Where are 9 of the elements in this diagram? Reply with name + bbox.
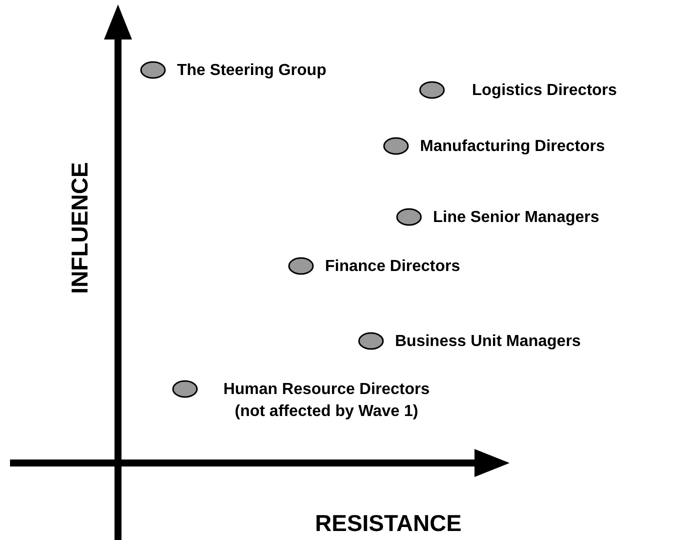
axis-title: RESISTANCE — [315, 510, 462, 537]
stakeholder-label: The Steering Group — [177, 61, 326, 81]
stakeholder-label: Human Resource Directors (not affected by Wave 1) — [222, 380, 431, 422]
stakeholder-label: Finance Directors — [325, 257, 460, 277]
axis-title: INFLUENCE — [66, 162, 94, 294]
stakeholder-label: Business Unit Managers — [395, 332, 581, 352]
stakeholder-label: Logistics Directors — [472, 81, 617, 101]
stakeholder-label: Line Senior Managers — [433, 208, 600, 228]
stakeholder-label: Manufacturing Directors — [420, 137, 605, 157]
